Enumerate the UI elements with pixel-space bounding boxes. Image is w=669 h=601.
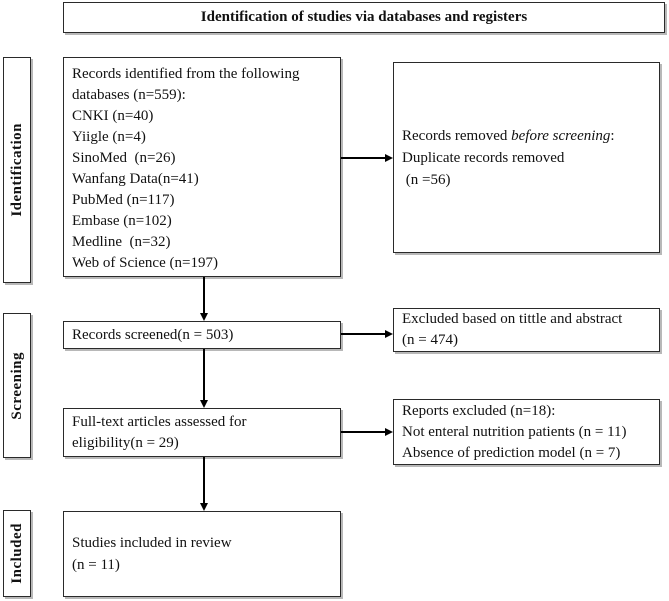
- arrowhead-right-icon: [385, 154, 393, 162]
- page-title: Identification of studies via databases …: [200, 9, 528, 25]
- records-identified-box: Records identified from the following da…: [63, 57, 341, 277]
- box-line: Full-text articles assessed for: [72, 413, 247, 430]
- records-removed-box: Records removed before screening: Duplic…: [393, 62, 660, 253]
- studies-included-box: Studies included in review (n = 11): [63, 511, 341, 597]
- stage-screening: Screening: [3, 313, 31, 458]
- box-line: Records removed before screening:: [402, 125, 651, 147]
- records-screened-box: Records screened(n = 503): [63, 321, 341, 349]
- reports-excluded-box: Reports excluded (n=18): Not enteral nut…: [393, 399, 660, 465]
- box-line: Duplicate records removed: [402, 149, 565, 166]
- arrow-screened-to-excluded: [341, 333, 385, 335]
- removed-suffix: :: [610, 127, 615, 144]
- box-line: Excluded based on tittle and abstract: [402, 311, 623, 327]
- arrow-screened-to-fulltext: [203, 349, 205, 400]
- arrowhead-down-icon: [200, 313, 208, 321]
- box-line: PubMed (n=117): [72, 192, 175, 208]
- stage-included-label: Included: [8, 523, 25, 584]
- box-line: Records identified from the following: [72, 66, 300, 82]
- box-line: eligibility(n = 29): [72, 434, 179, 451]
- header-box: Identification of studies via databases …: [63, 2, 665, 33]
- arrowhead-right-icon: [385, 330, 393, 338]
- removed-italic: before screening: [511, 127, 611, 144]
- box-line: Web of Science (n=197): [72, 255, 218, 271]
- stage-identification-label: Identification: [8, 123, 25, 217]
- box-line: (n = 474): [402, 332, 458, 348]
- arrowhead-down-icon: [200, 503, 208, 511]
- box-line: Reports excluded (n=18):: [402, 402, 556, 419]
- arrowhead-right-icon: [385, 428, 393, 436]
- box-line: Studies included in review: [72, 535, 232, 551]
- arrow-identified-to-screened: [203, 277, 205, 313]
- box-line: (n = 11): [72, 557, 120, 573]
- box-line: databases (n=559):: [72, 87, 186, 103]
- arrow-identified-to-removed: [341, 157, 385, 159]
- stage-screening-label: Screening: [8, 351, 25, 420]
- box-line: Wanfang Data(n=41): [72, 171, 199, 187]
- box-line: Embase (n=102): [72, 213, 172, 229]
- removed-prefix: Records removed: [402, 127, 512, 144]
- box-line: SinoMed (n=26): [72, 150, 176, 166]
- arrow-fulltext-to-reports-excluded: [341, 431, 385, 433]
- arrowhead-down-icon: [200, 400, 208, 408]
- fulltext-assessed-box: Full-text articles assessed for eligibil…: [63, 408, 341, 457]
- stage-included: Included: [3, 510, 31, 597]
- excluded-title-abstract-box: Excluded based on tittle and abstract (n…: [393, 308, 660, 352]
- box-line: Yiigle (n=4): [72, 129, 146, 145]
- box-line: (n =56): [402, 171, 451, 188]
- box-line: Absence of prediction model (n = 7): [402, 444, 621, 461]
- box-line: Not enteral nutrition patients (n = 11): [402, 423, 627, 440]
- arrow-fulltext-to-included: [203, 457, 205, 503]
- box-line: Records screened(n = 503): [72, 326, 234, 343]
- box-line: CNKI (n=40): [72, 108, 154, 124]
- stage-identification: Identification: [3, 57, 31, 283]
- box-line: Medline (n=32): [72, 234, 171, 250]
